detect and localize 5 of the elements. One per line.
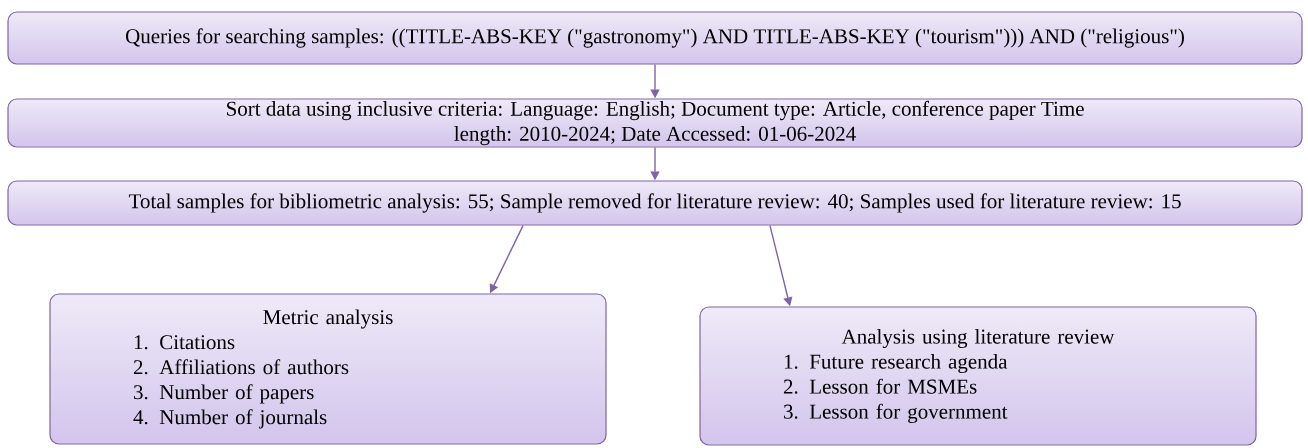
process-box: Sort data using inclusive criteria: Language: English; Document type: Article, conference paper Time length: 2010-2024; Date Accessed: 01-06-2024 <box>7 98 1303 148</box>
process-box: Queries for searching samples: ((TITLE-ABS-KEY ("gastronomy") AND TITLE-ABS-KEY ("tourism"))) AND ("religious") <box>7 11 1303 65</box>
list-box: Analysis using literature review 1. Future research agenda 2. Lesson for MSMEs 3. Lesson for government <box>699 306 1257 446</box>
process-box: Total samples for bibliometric analysis: 55; Sample removed for literature review: 40; Samples used for literature review: 15 <box>7 180 1303 226</box>
list-box: Metric analysis 1. Citations 2. Affiliations of authors 3. Number of papers 4. Number of journals <box>49 293 607 445</box>
